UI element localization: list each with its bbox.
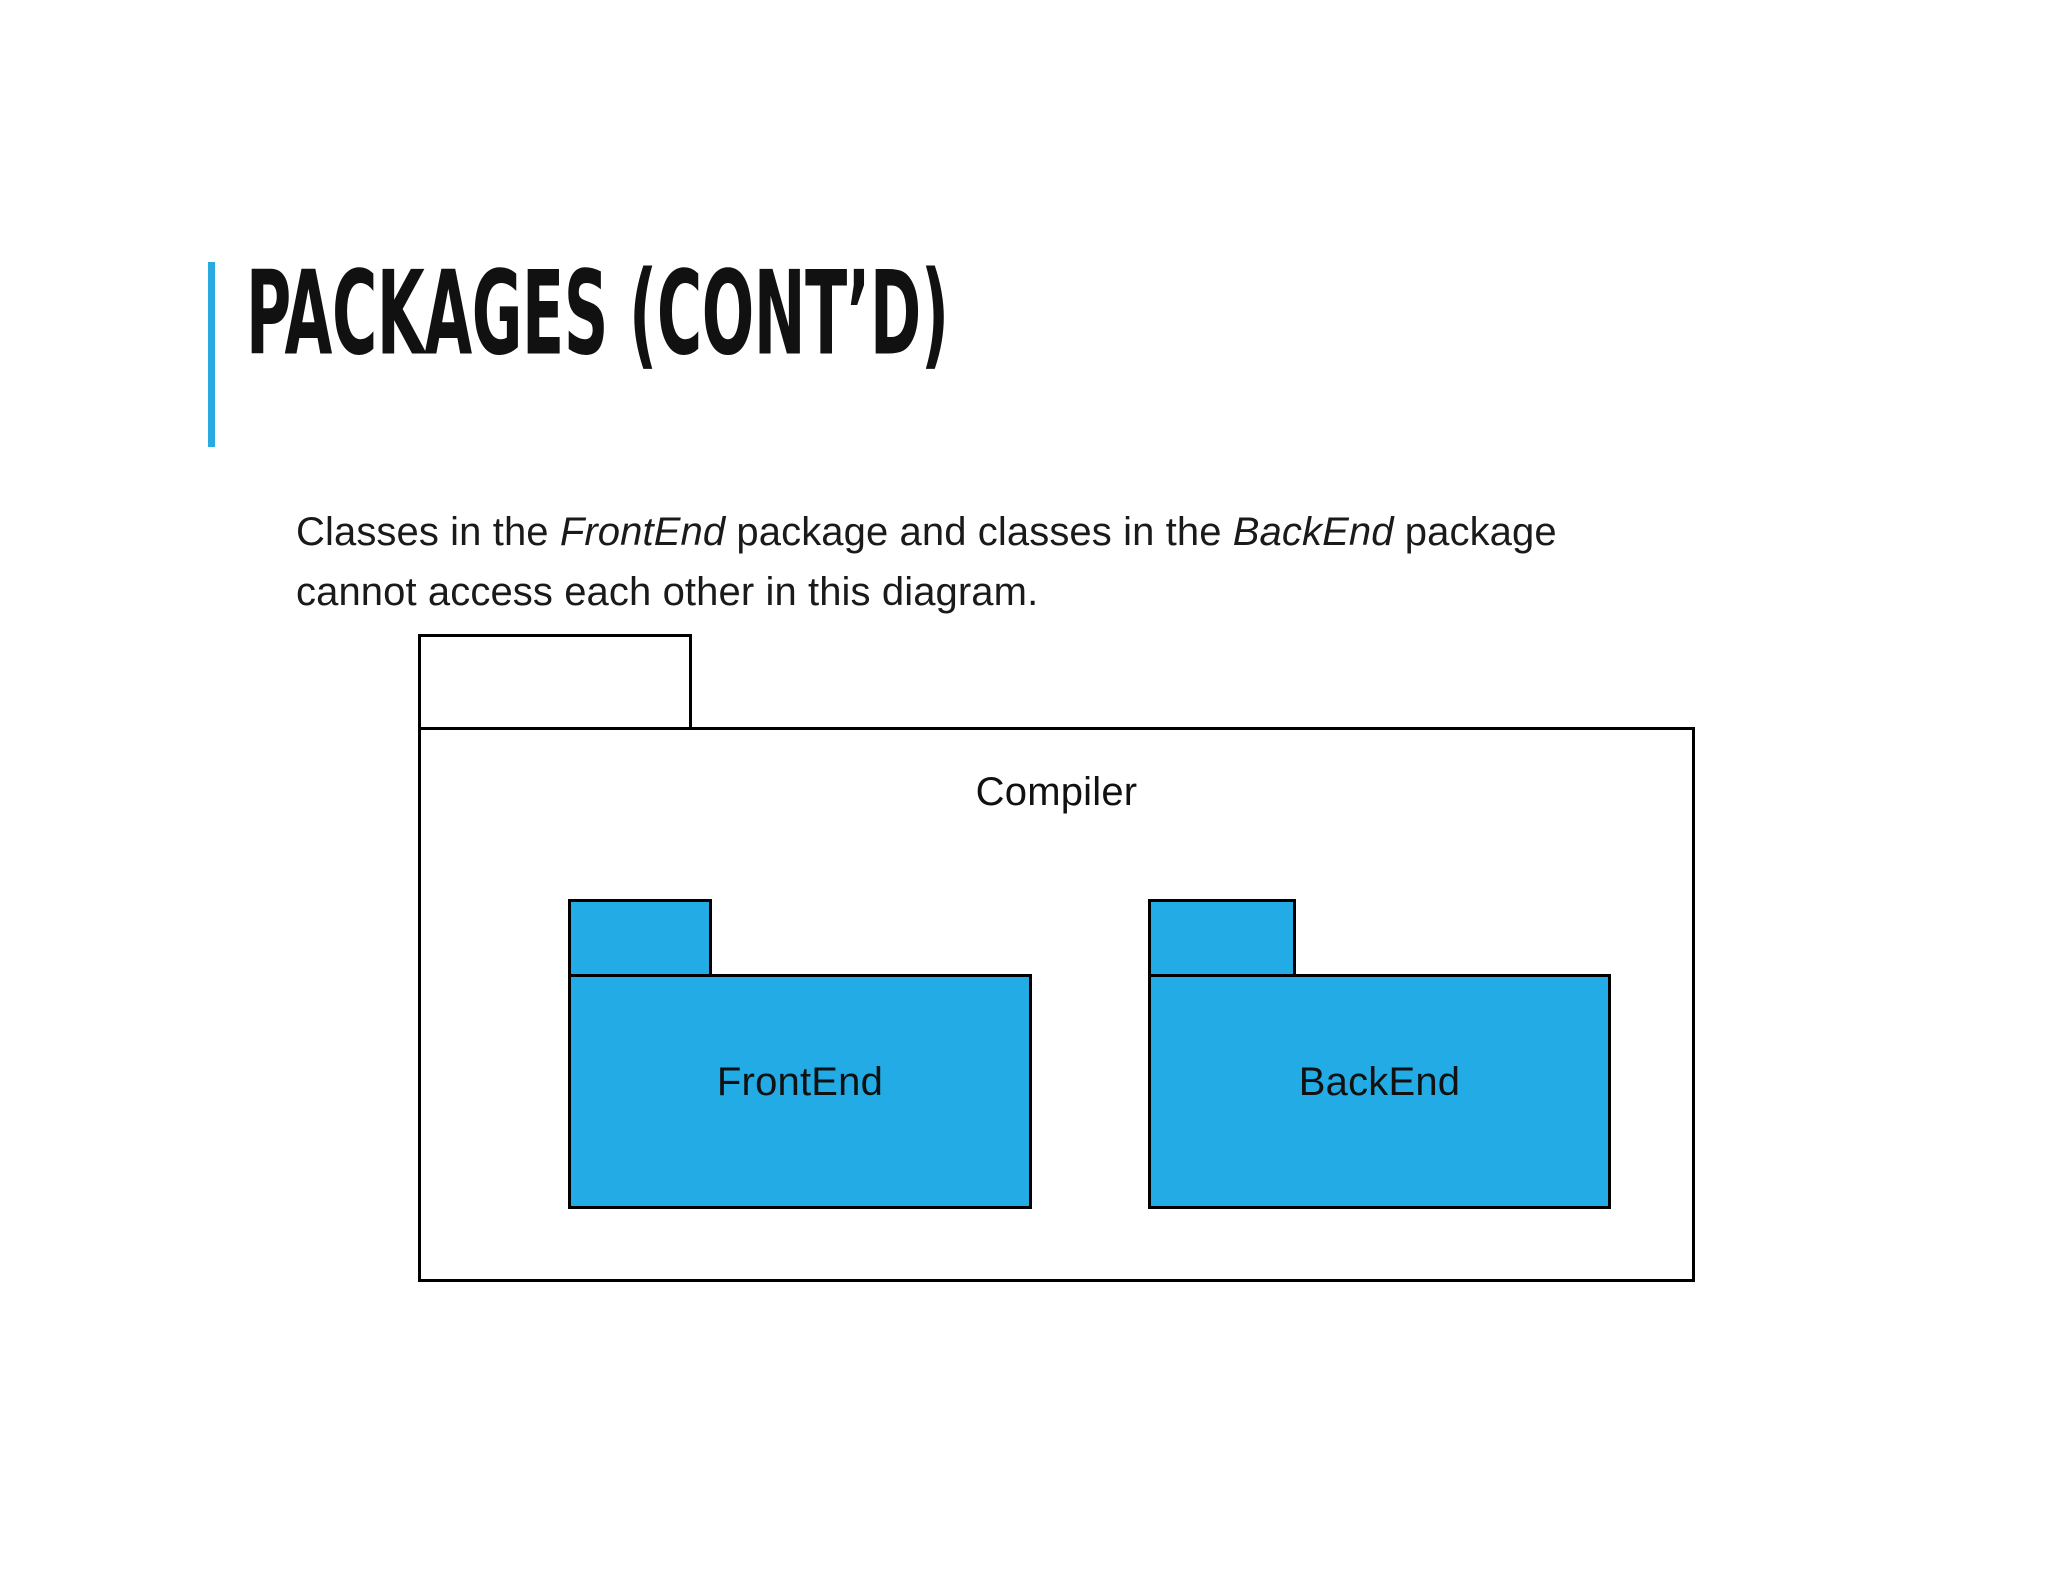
frontend-package-label: FrontEnd [716,1060,884,1104]
backend-package-label: BackEnd [1298,1060,1461,1104]
body-run-2: package and classes in the [725,510,1233,554]
page-title: PACKAGES (CONT’D) [246,245,949,382]
backend-package-tab [1148,899,1296,977]
title-accent-bar [208,262,215,447]
body-run-1: Classes in the [296,510,560,554]
body-run-backend-emphasis: BackEnd [1232,510,1394,554]
frontend-package-tab [568,899,712,977]
body-paragraph: Classes in the FrontEnd package and clas… [296,502,1586,622]
compiler-package-label: Compiler [975,770,1138,814]
backend-package-body [1148,974,1611,1209]
body-run-frontend-emphasis: FrontEnd [559,510,726,554]
title-block: PACKAGES (CONT’D) [208,255,1608,462]
body-run-3: package cannot access each other in this… [296,510,1557,614]
compiler-package-tab [418,634,692,730]
frontend-package-body [568,974,1032,1209]
